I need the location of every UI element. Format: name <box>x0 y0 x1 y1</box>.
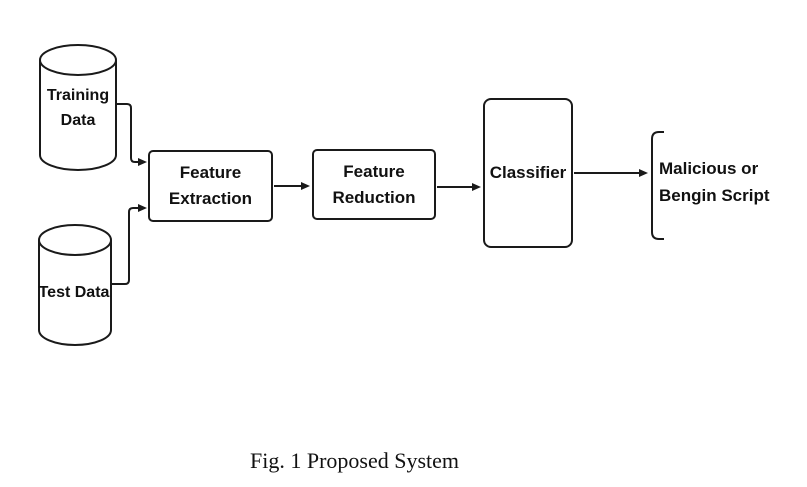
figure-caption: Fig. 1 Proposed System <box>250 448 460 473</box>
arrow-test-to-extraction <box>112 204 147 285</box>
feature-extraction-label-line1: Feature <box>179 163 242 182</box>
training-data-label-line1: Training <box>46 87 110 104</box>
output-result-label: Malicious or Bengin Script <box>659 155 779 209</box>
output-result-line1: Malicious or <box>659 159 759 178</box>
feature-extraction-label-line2: Extraction <box>168 189 253 208</box>
feature-reduction-label-line1: Feature <box>343 161 405 181</box>
feature-reduction-label-line2: Reduction <box>332 187 416 207</box>
output-result-line2: Bengin Script <box>659 186 770 205</box>
arrow-training-to-extraction <box>117 103 147 166</box>
feature-reduction-node: Feature Reduction <box>312 149 436 220</box>
training-data-label-line2: Data <box>60 112 96 129</box>
test-data-label-text: Test Data <box>38 284 110 301</box>
feature-extraction-node: Feature Extraction <box>148 150 273 222</box>
training-data-label: Training Data <box>38 83 118 133</box>
test-data-label: Test Data <box>34 280 114 305</box>
classifier-label: Classifier <box>489 163 567 182</box>
test-data-cylinder-icon <box>38 224 112 346</box>
classifier-node: Classifier <box>483 98 573 248</box>
training-data-cylinder-icon <box>39 44 117 171</box>
output-bracket-icon <box>651 131 664 240</box>
